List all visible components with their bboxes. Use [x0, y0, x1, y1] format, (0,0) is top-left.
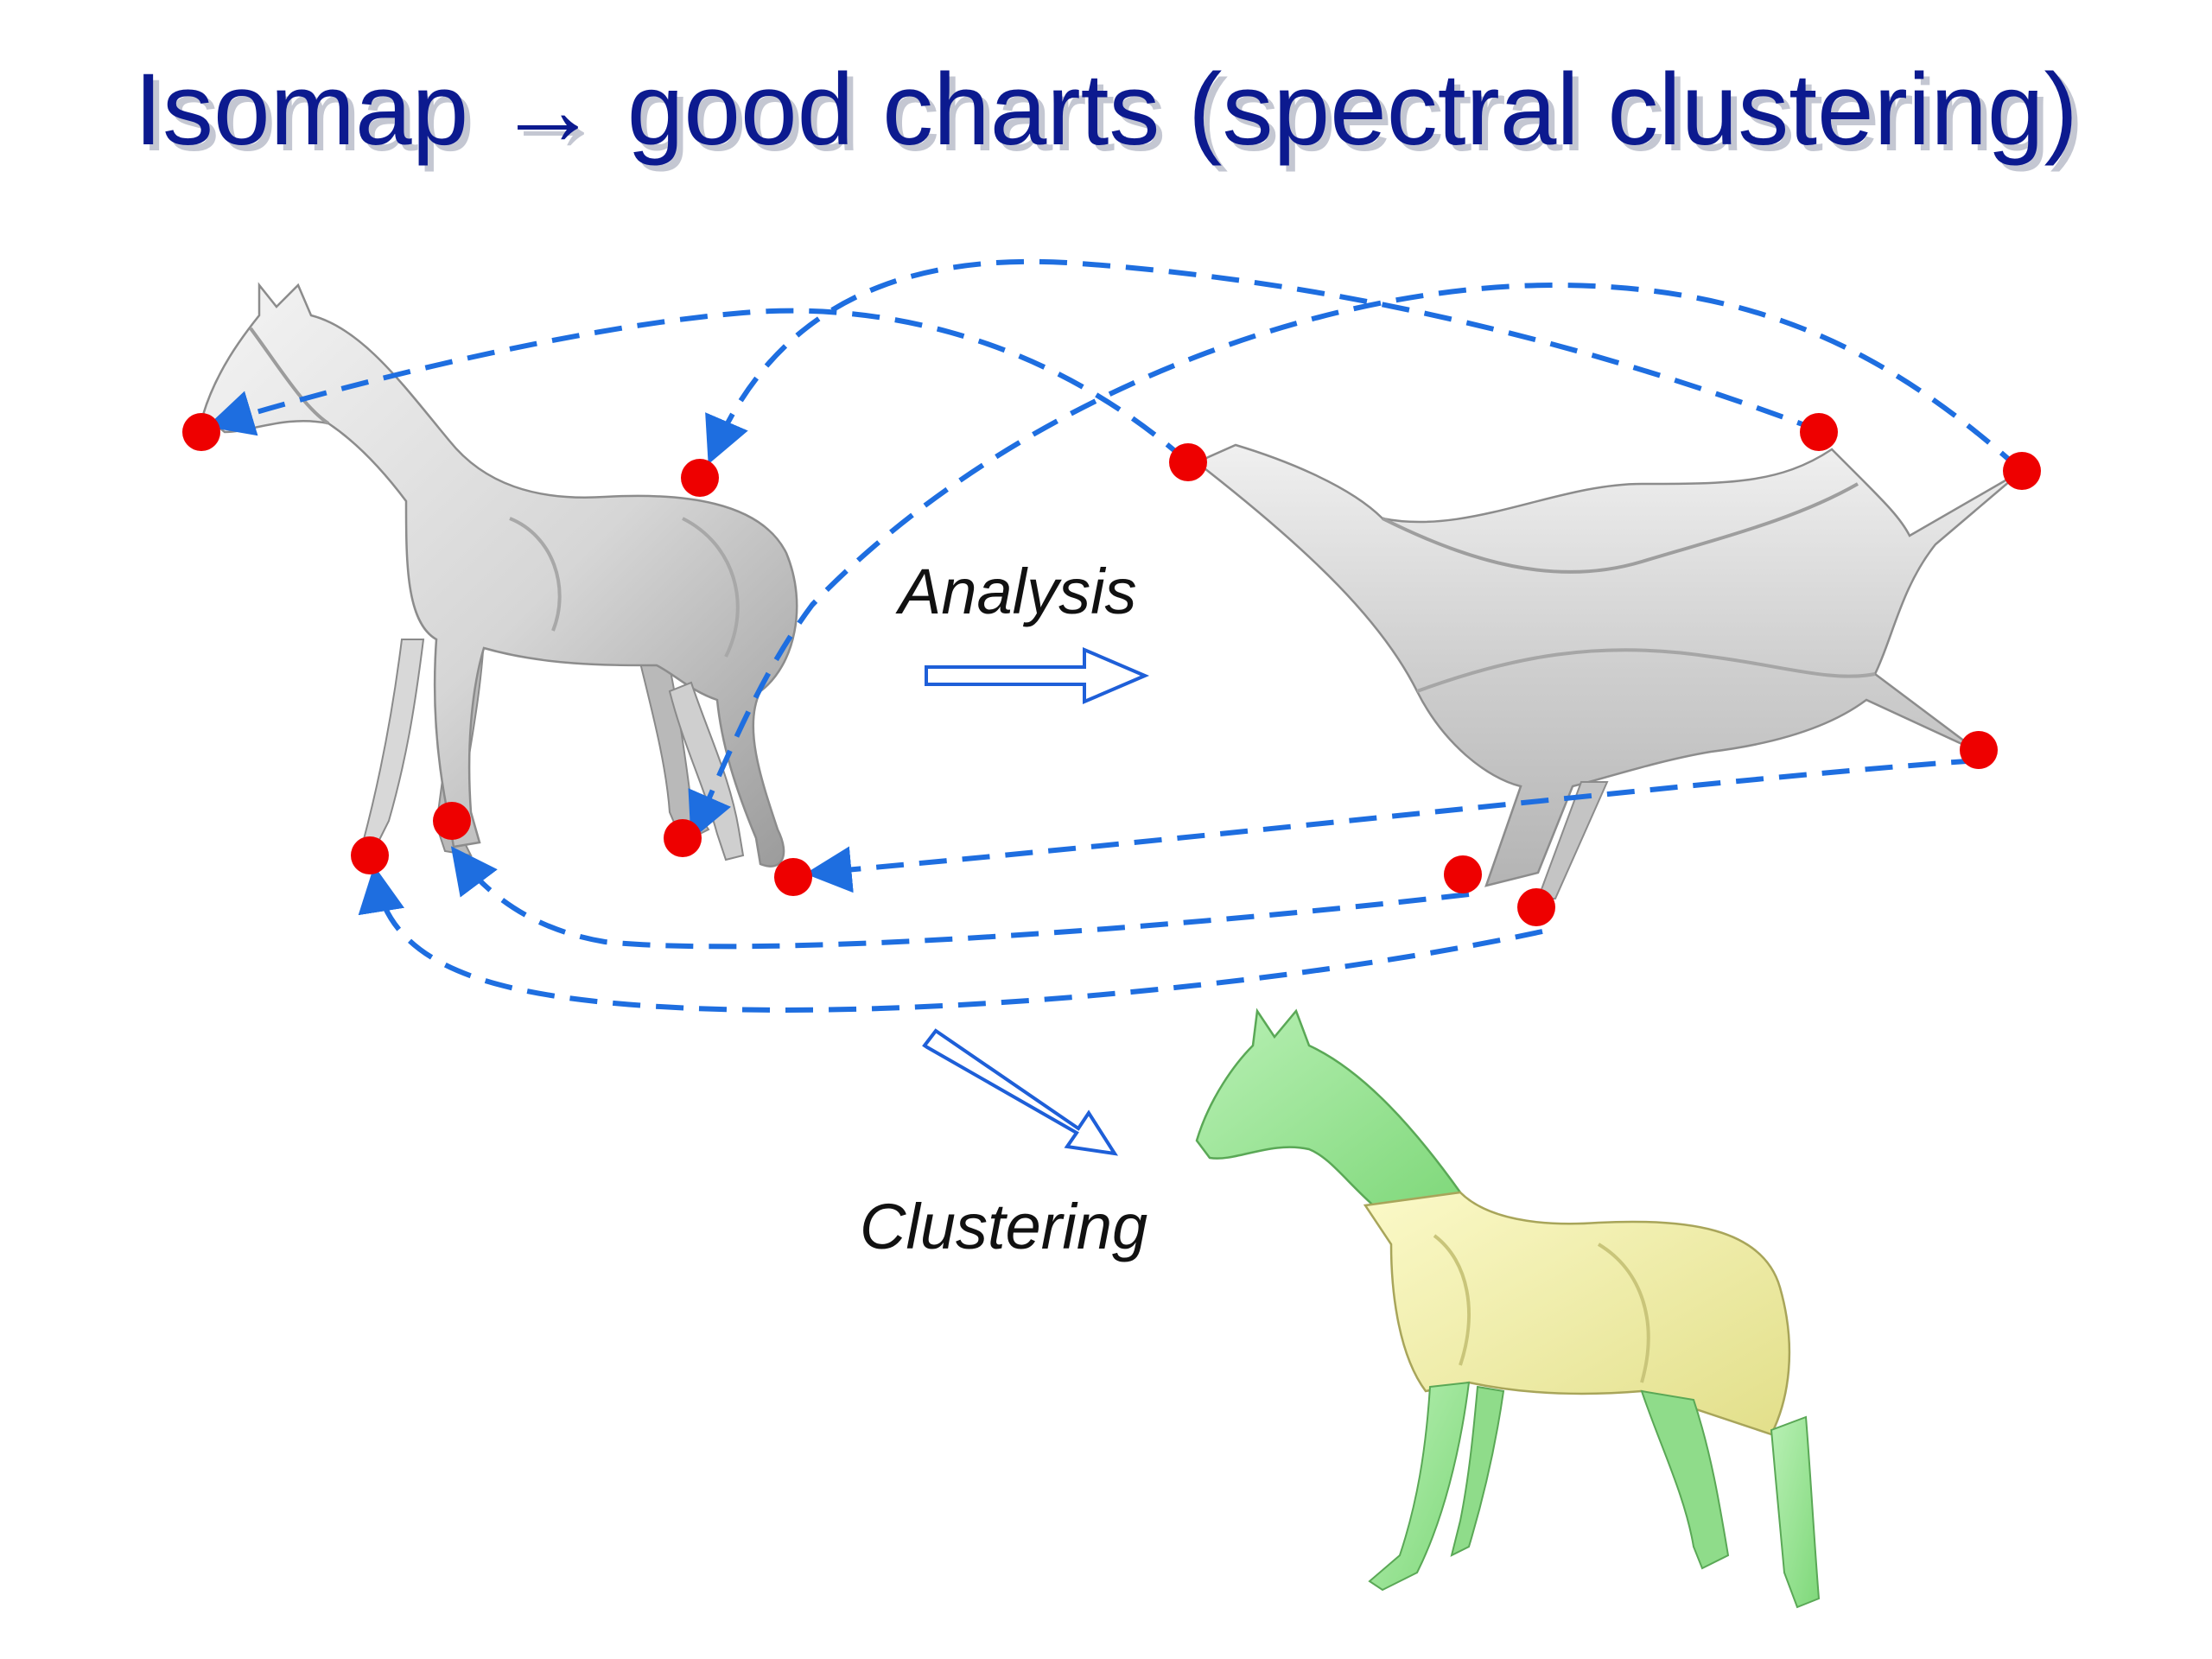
horse-mesh: [201, 282, 798, 868]
slide-title: Isomap → good charts (spectral clusterin…: [134, 53, 2078, 167]
hollow-arrow-down-right: [922, 1028, 1119, 1156]
connector-nose: [207, 308, 1190, 465]
connector-hind-right: [688, 282, 2024, 841]
connector-withers: [705, 258, 1825, 465]
marker-horse-withers: [681, 459, 719, 497]
marker-horse-hind-right: [774, 858, 812, 896]
connector-hind-left: [804, 758, 1980, 893]
marker-horse-hind-left: [664, 819, 702, 857]
marker-embed-front-left: [1444, 855, 1482, 893]
marker-embed-withers: [1800, 413, 1838, 451]
clustered-horse-mesh: [1195, 1007, 1821, 1609]
correspondence-connectors: [207, 258, 2024, 1013]
connector-front-left: [450, 846, 1470, 950]
marker-horse-front-right: [433, 802, 471, 840]
clustering-label: Clustering: [860, 1191, 1148, 1262]
marker-embed-nose: [1169, 443, 1207, 481]
marker-embed-front-right: [1517, 888, 1555, 926]
analysis-label: Analysis: [899, 556, 1137, 627]
marker-horse-nose: [182, 413, 220, 451]
marker-horse-front-left: [351, 836, 389, 874]
hollow-arrow-right: [925, 646, 1150, 705]
isomap-embedding-mesh: [1194, 443, 2023, 899]
landmark-markers: [182, 413, 2041, 926]
marker-embed-hind: [1960, 731, 1998, 769]
connector-front-right: [358, 865, 1543, 1013]
marker-embed-tail: [2003, 452, 2041, 490]
